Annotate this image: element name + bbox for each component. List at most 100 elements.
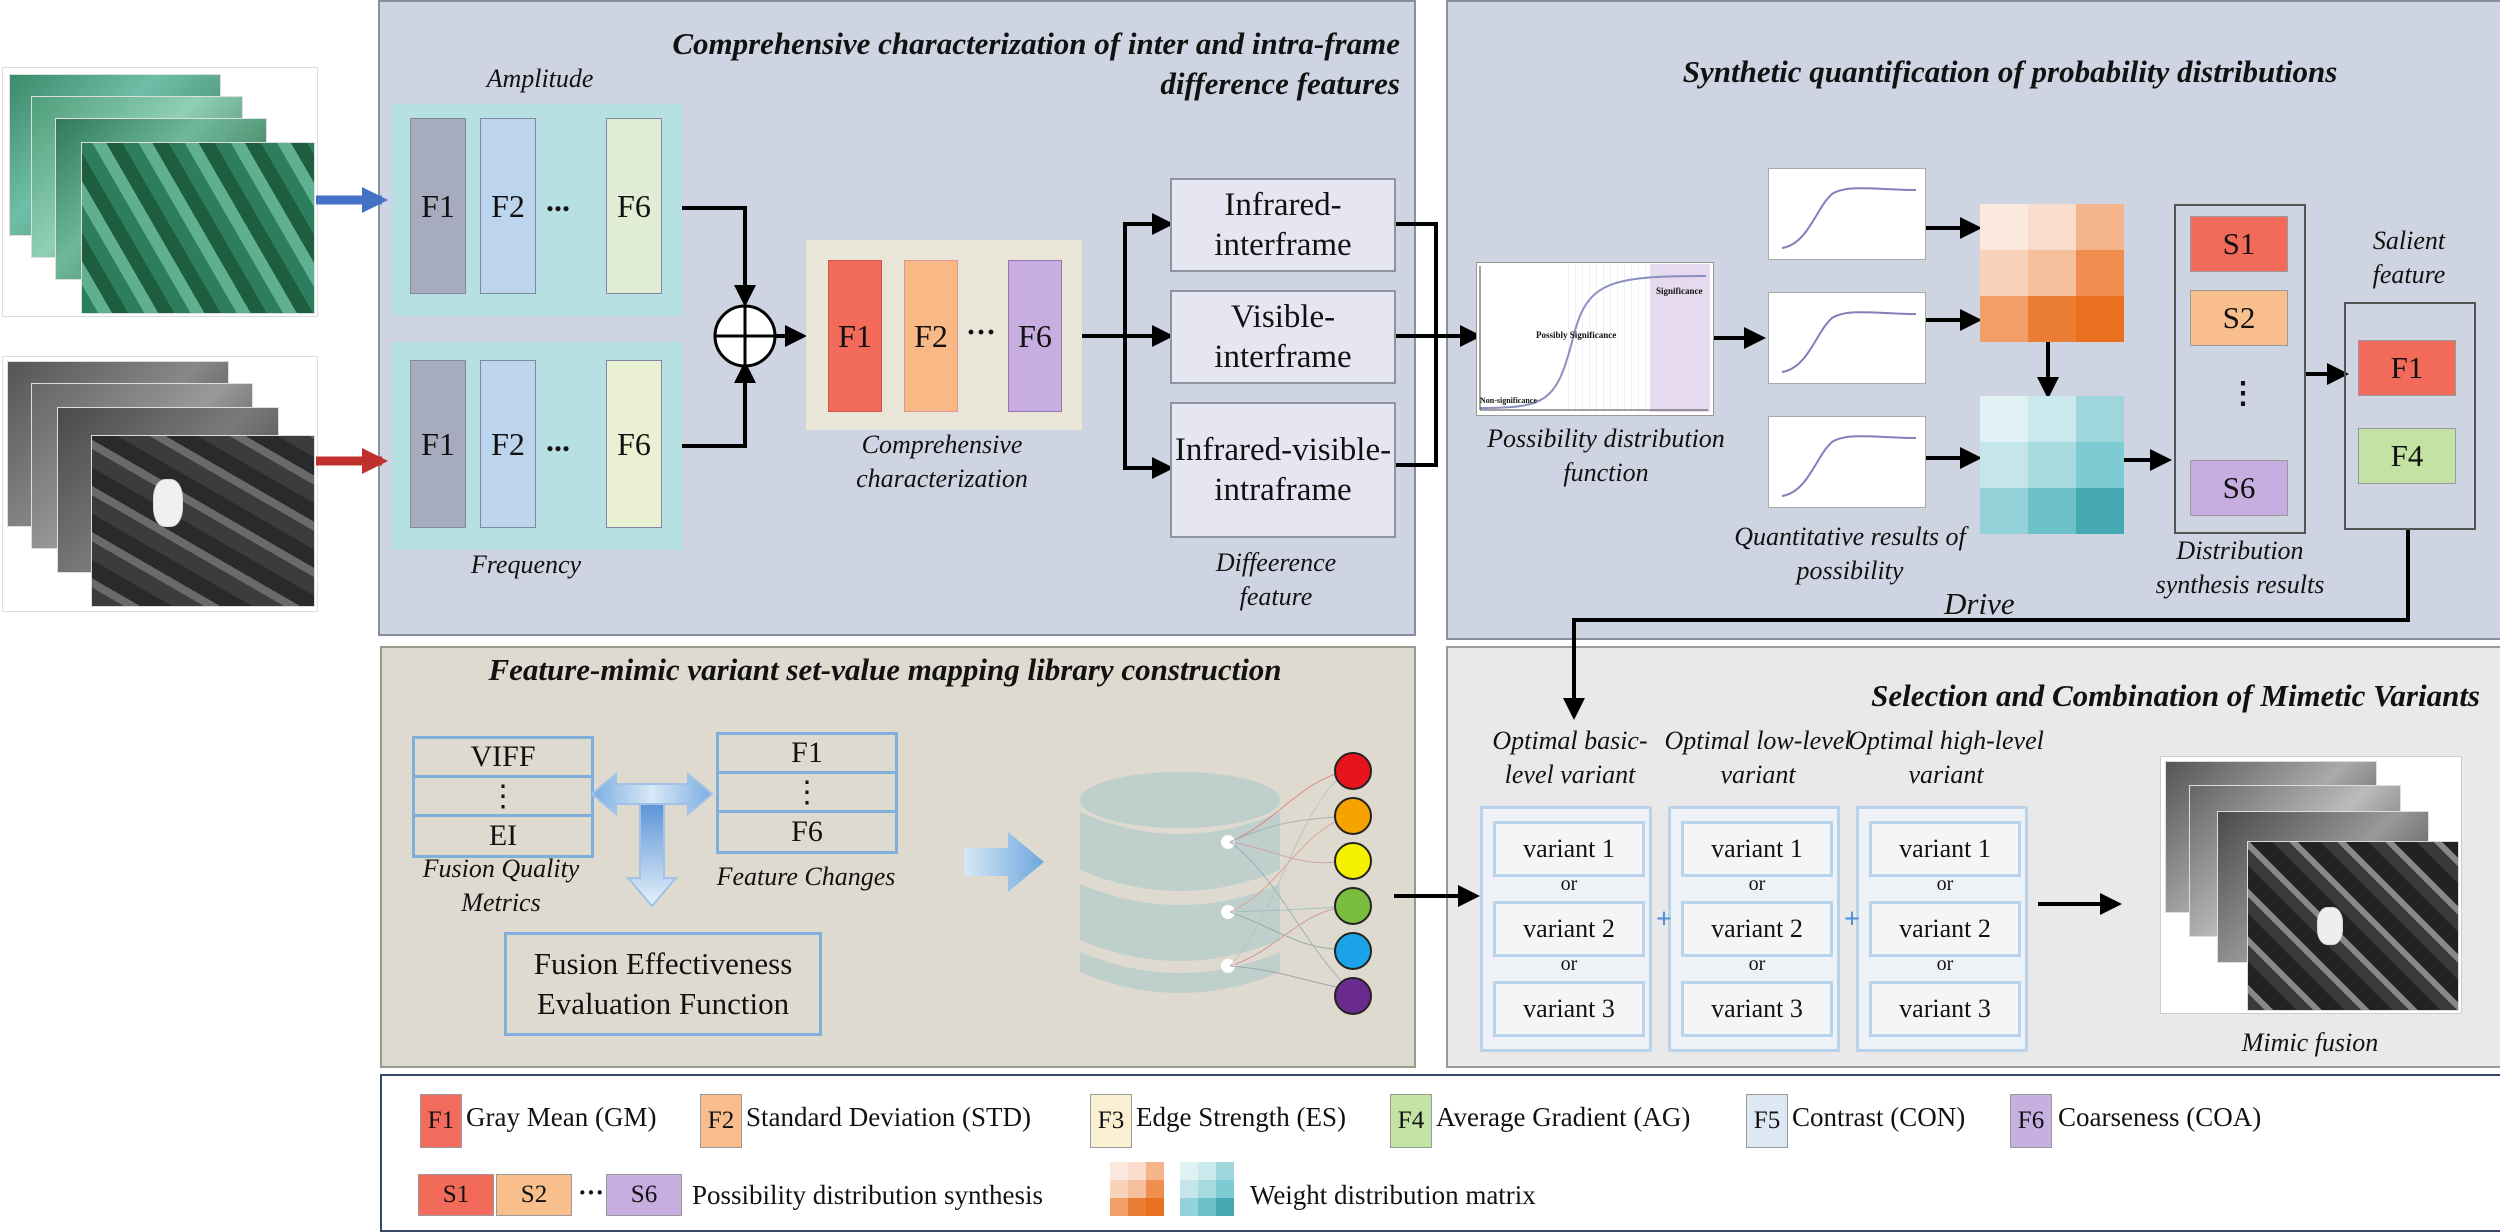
comp-f1-bar: F1: [828, 260, 882, 412]
freq-f2-bar: F2: [480, 360, 536, 528]
salient-box: [2344, 302, 2476, 530]
variant-option[interactable]: variant 3: [1869, 981, 2021, 1037]
comp-label: Comprehensive characterization: [856, 430, 1028, 493]
metrics-label: Fusion Quality Metrics: [422, 854, 580, 917]
oplus-icon: [713, 304, 777, 368]
variant-option[interactable]: variant 3: [1681, 981, 1833, 1037]
legend-text-f2: Standard Deviation (STD): [746, 1102, 1031, 1132]
pdf-nonsig-region: [1478, 264, 1562, 412]
legend-swatch-f2: F2: [700, 1094, 742, 1148]
legend-swatch-f5: F5: [1746, 1094, 1788, 1148]
legend-weight-text: Weight distribution matrix: [1250, 1180, 1536, 1210]
legend-text-f5: Contrast (CON): [1792, 1102, 1966, 1132]
heat-cell: [1128, 1180, 1146, 1198]
legend-swatch-f4: F4: [1390, 1094, 1432, 1148]
heat-cell: [2076, 488, 2124, 534]
colored-dot: [1334, 797, 1372, 835]
legend-swatch-f1: F1: [420, 1094, 462, 1148]
plus-icon-1: +: [1656, 904, 1672, 935]
heat-cell: [2076, 250, 2124, 296]
freq-dots: ...: [546, 422, 570, 458]
variant-option[interactable]: variant 2: [1869, 901, 2021, 957]
variant-option[interactable]: variant 2: [1493, 901, 1645, 957]
variant-option[interactable]: variant 1: [1681, 821, 1833, 877]
amp-dots: ...: [546, 182, 570, 218]
heat-cell: [2028, 396, 2076, 442]
heat-cell: [1198, 1162, 1216, 1180]
distribution-box: [2174, 204, 2306, 534]
freq-f1-bar: F1: [410, 360, 466, 528]
legend-s2: S2: [496, 1174, 572, 1216]
legend-synthesis-text: Possibility distribution synthesis: [692, 1180, 1044, 1210]
salient-f1: F1: [2358, 340, 2456, 396]
colored-dot: [1334, 842, 1372, 880]
heat-cell: [1980, 442, 2028, 488]
heat-cell: [1110, 1198, 1128, 1216]
amp-f1-bar: F1: [410, 118, 466, 294]
variant-column-title: Optimal low-level variant: [1664, 726, 1852, 789]
colored-dot: [1334, 977, 1372, 1015]
heat-cell: [1980, 204, 2028, 250]
comp-f6-bar: F6: [1008, 260, 1062, 412]
or-label: or: [1748, 873, 1766, 895]
salient-label: Salient feature: [2372, 226, 2446, 289]
heat-cell: [2028, 296, 2076, 342]
legend-teal-matrix: [1180, 1162, 1234, 1216]
infrared-interframe-box: Infrared-interframe: [1170, 178, 1396, 272]
colored-dot: [1334, 932, 1372, 970]
panel-2-title: Synthetic quantification of probability …: [1682, 54, 2338, 89]
amp-f6-bar: F6: [606, 118, 662, 294]
drive-label: Drive: [1944, 586, 2015, 621]
legend-swatch-f6: F6: [2010, 1094, 2052, 1148]
heat-cell: [1146, 1198, 1164, 1216]
mimic-fusion-image-stack: [2160, 756, 2462, 1014]
legend-text-f3: Edge Strength (ES): [1136, 1102, 1346, 1132]
legend-s1: S1: [418, 1174, 494, 1216]
pdf-nonsig-text: Non-significance: [1480, 396, 1537, 405]
right-block-arrow-icon: [964, 832, 1044, 892]
heat-cell: [2076, 204, 2124, 250]
heat-cell: [1980, 488, 2028, 534]
t-arrow-icon: [590, 771, 714, 908]
legend-orange-matrix: [1110, 1162, 1164, 1216]
heat-cell: [1146, 1180, 1164, 1198]
distribution-label: Distribution synthesis results: [2155, 536, 2325, 599]
variant-column-title: Optimal high-level variant: [1848, 726, 2044, 789]
variant-option[interactable]: variant 2: [1681, 901, 1833, 957]
heat-cell: [2028, 442, 2076, 488]
orange-heatmap: [1980, 204, 2124, 342]
feature-vdots: ⋮: [719, 774, 895, 814]
amplitude-label: Amplitude: [486, 64, 594, 93]
dist-s1: S1: [2190, 216, 2288, 272]
heat-cell: [1180, 1180, 1198, 1198]
variant-option[interactable]: variant 3: [1493, 981, 1645, 1037]
variant-option[interactable]: variant 1: [1493, 821, 1645, 877]
pdf-curve: [1479, 266, 1708, 411]
heat-cell: [2076, 396, 2124, 442]
metrics-table: VIFF ⋮ EI: [412, 736, 594, 858]
quant-chart-2: [1768, 292, 1926, 384]
heat-cell: [1980, 296, 2028, 342]
panel-3-title: Feature-mimic variant set-value mapping …: [488, 652, 1282, 687]
amp-f2-bar: F2: [480, 118, 536, 294]
colored-dot: [1334, 752, 1372, 790]
or-label: or: [1936, 873, 1954, 895]
variant-option[interactable]: variant 1: [1869, 821, 2021, 877]
teal-heatmap: [1980, 396, 2124, 534]
dist-s2: S2: [2190, 290, 2288, 346]
heat-cell: [2076, 296, 2124, 342]
heat-cell: [1198, 1180, 1216, 1198]
or-label: or: [1560, 953, 1578, 975]
feature-changes-table: F1 ⋮ F6: [716, 732, 898, 854]
heat-cell: [1128, 1162, 1146, 1180]
salient-f4: F4: [2358, 428, 2456, 484]
heat-cell: [1198, 1198, 1216, 1216]
legend-dots: ···: [578, 1178, 605, 1207]
heat-cell: [1980, 396, 2028, 442]
visible-interframe-box: Visible-interframe: [1170, 290, 1396, 384]
heat-cell: [1128, 1198, 1146, 1216]
quant-chart-3: [1768, 416, 1926, 508]
difference-feature-label: Diffeerence feature: [1215, 548, 1337, 611]
